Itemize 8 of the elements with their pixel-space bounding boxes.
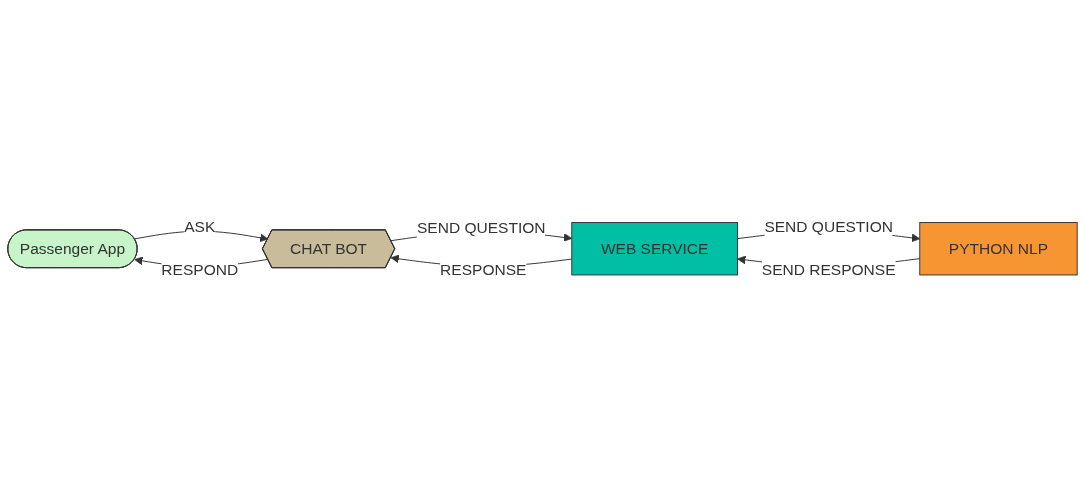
edge-label: SEND RESPONSE (761, 261, 896, 279)
node-box: WEB SERVICE (571, 222, 739, 276)
edge-label: SEND QUESTION (416, 219, 546, 236)
edge-label: RESPOND (161, 261, 239, 279)
edge-label: ASK (184, 218, 216, 236)
edge-label: RESPONSE (440, 261, 527, 279)
node-box: PYTHON NLP (919, 222, 1078, 276)
edge-label: SEND QUESTION (764, 218, 893, 236)
